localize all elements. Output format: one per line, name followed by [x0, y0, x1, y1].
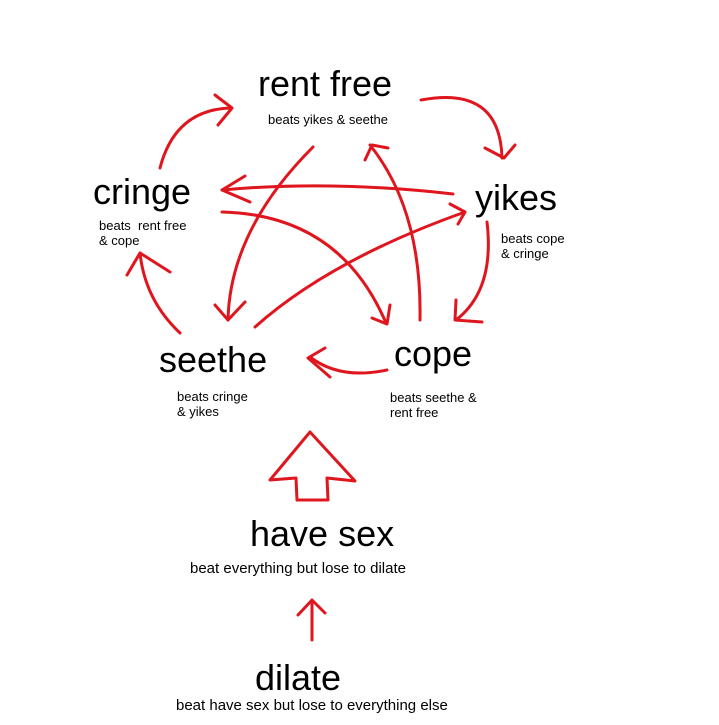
arrow-rentfree-to-seethe	[213, 145, 315, 322]
node-cope-label: cope	[394, 333, 473, 374]
arrow-cope-to-seethe	[306, 346, 389, 379]
node-have-sex-label: have sex	[250, 513, 395, 554]
arrow-seethe-to-cringe	[125, 251, 182, 335]
big-up-arrow-icon	[268, 430, 357, 502]
node-seethe-label: seethe	[159, 339, 268, 380]
arrow-cringe-to-rentfree	[158, 93, 234, 170]
node-cringe-label: cringe	[93, 171, 192, 212]
arrow-rentfree-to-yikes	[419, 95, 517, 160]
node-have-sex-desc: beat everything but lose to dilate	[190, 560, 406, 577]
small-up-arrow-icon	[296, 598, 327, 642]
node-rent-free-desc: beats yikes & seethe	[268, 112, 388, 127]
node-seethe-desc: beats cringe & yikes	[177, 389, 248, 419]
node-cope-desc: beats seethe & rent free	[390, 390, 477, 420]
arrow-yikes-to-cringe	[220, 174, 455, 204]
arrow-cope-to-rentfree	[363, 143, 422, 322]
arrow-yikes-to-cope	[453, 220, 490, 324]
node-rent-free-label: rent free	[258, 63, 393, 104]
arrow-cringe-to-cope	[220, 210, 392, 326]
node-dilate-label: dilate	[255, 657, 342, 698]
node-cringe-desc: beats rent free & cope	[99, 218, 187, 248]
node-dilate-desc: beat have sex but lose to everything els…	[176, 697, 448, 714]
node-yikes-desc: beats cope & cringe	[501, 231, 565, 261]
arrow-seethe-to-yikes	[253, 202, 467, 329]
node-yikes-label: yikes	[475, 177, 558, 218]
